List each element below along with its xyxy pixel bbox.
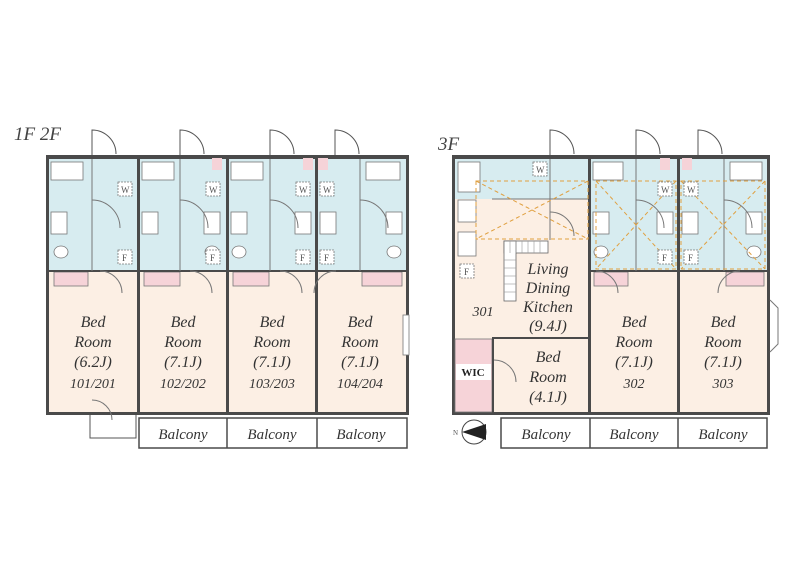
room-label: Bed: [81, 314, 107, 331]
lower-room-labels: Bed Room (6.2J) 101/201 Bed Room (7.1J) …: [70, 314, 386, 443]
fridge-label: F: [688, 253, 693, 263]
fridge-label: F: [662, 253, 667, 263]
upper-floor-plan: [452, 129, 779, 449]
upper-room-labels: 301 Living Dining Kitchen (9.4J) Bed Roo…: [456, 261, 748, 443]
room-label: Bed: [622, 314, 648, 331]
unit-104-204: [318, 158, 406, 412]
room-size: (7.1J): [164, 354, 202, 371]
unit-number: 104/204: [337, 377, 383, 392]
room-size: (6.2J): [74, 354, 112, 371]
washer-label: W: [121, 185, 130, 195]
floor-title-3f: 3F: [437, 134, 460, 155]
balcony-label: Balcony: [698, 427, 747, 443]
fridge-label: F: [464, 267, 469, 277]
room-label: Bed: [536, 349, 562, 366]
room-label: Room: [528, 369, 566, 386]
balcony-label: Balcony: [521, 427, 570, 443]
balcony-label: Balcony: [247, 427, 296, 443]
room-size: (7.1J): [704, 354, 742, 371]
room-size: (7.1J): [253, 354, 291, 371]
fridge-label: F: [300, 253, 305, 263]
floor-title-1f-2f: 1F 2F: [14, 124, 61, 145]
room-label: Room: [614, 334, 652, 351]
fridge-label: F: [324, 253, 329, 263]
wic-label: WIC: [461, 367, 484, 379]
unit-number: 301: [472, 305, 494, 320]
unit-number: 101/201: [70, 377, 116, 392]
washer-label: W: [209, 185, 218, 195]
balcony-label: Balcony: [158, 427, 207, 443]
ldk-size: (9.4J): [529, 318, 567, 335]
unit-number: 103/203: [249, 377, 295, 392]
room-label: Bed: [711, 314, 737, 331]
unit-number: 303: [712, 377, 734, 392]
washer-label: W: [687, 185, 696, 195]
lower-floor-plan: [46, 129, 410, 449]
fridge-label: F: [122, 253, 127, 263]
room-label: Room: [340, 334, 378, 351]
ldk-label: Living: [527, 261, 569, 278]
room-size: (7.1J): [615, 354, 653, 371]
unit-number: 302: [623, 377, 645, 392]
compass-north-label: N: [453, 429, 458, 437]
room-label: Room: [163, 334, 201, 351]
washer-label: W: [536, 165, 545, 175]
ldk-label: Kitchen: [522, 299, 573, 316]
washer-label: W: [299, 185, 308, 195]
unit-103-203: [229, 158, 315, 412]
unit-number: 102/202: [160, 377, 206, 392]
room-label: Bed: [171, 314, 197, 331]
washer-label: W: [661, 185, 670, 195]
ldk-label: Dining: [525, 280, 570, 297]
room-label: Bed: [348, 314, 374, 331]
balcony-label: Balcony: [336, 427, 385, 443]
fridge-label: F: [210, 253, 215, 263]
room-label: Room: [252, 334, 290, 351]
unit-302: [591, 158, 677, 412]
upper-fixtures: W F W F W F: [459, 161, 699, 279]
room-label: Bed: [260, 314, 286, 331]
room-label: Room: [703, 334, 741, 351]
compass-icon: N: [453, 419, 487, 445]
washer-label: W: [323, 185, 332, 195]
balcony-label: Balcony: [609, 427, 658, 443]
lower-fixtures: W F W F W F W F: [117, 181, 335, 265]
room-size: (4.1J): [529, 389, 567, 406]
unit-101-201: [49, 159, 137, 412]
room-label: Room: [73, 334, 111, 351]
unit-102-202: [140, 158, 226, 412]
room-size: (7.1J): [341, 354, 379, 371]
